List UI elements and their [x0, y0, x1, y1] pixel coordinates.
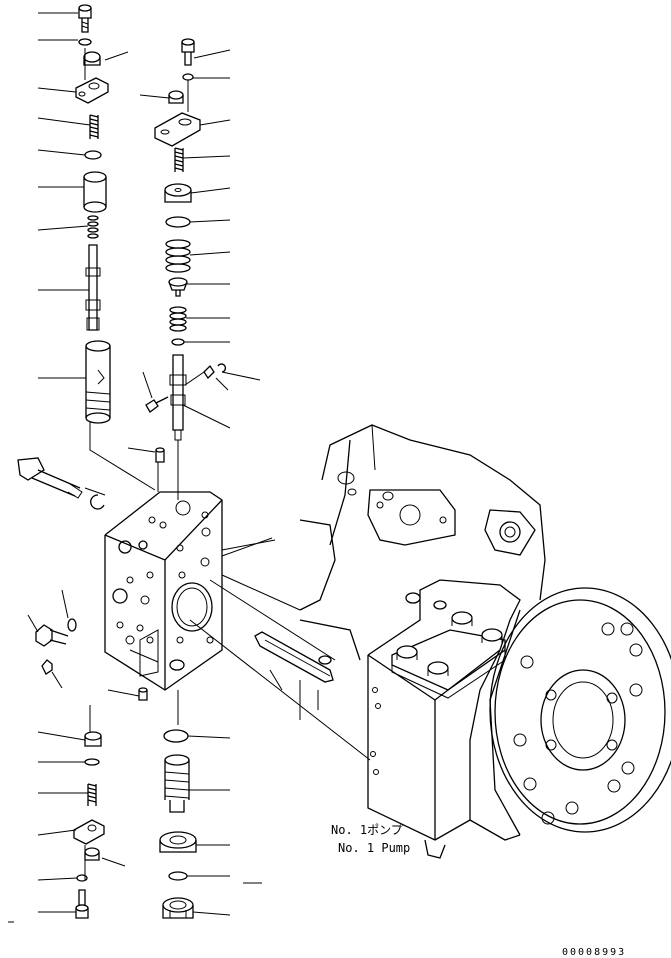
spool-center	[169, 354, 187, 441]
center-parts-column	[145, 38, 371, 919]
spring-left-1	[89, 114, 99, 139]
nut-lower	[84, 847, 100, 861]
piston-left	[83, 171, 107, 213]
nut-center-lower	[159, 831, 197, 853]
o-ring-center-1	[165, 216, 191, 228]
spring-left-3	[87, 783, 97, 806]
cap-lower-left	[84, 731, 102, 747]
nut-left	[83, 51, 101, 66]
clip-center	[217, 363, 227, 373]
plug-valve-center	[164, 754, 190, 813]
washer-center	[182, 73, 194, 81]
o-ring-center-4	[168, 871, 188, 881]
flange-plate-left	[75, 77, 109, 104]
pump-label-jp: No. 1ポンプ	[331, 823, 403, 837]
pump-label-en: No. 1 Pump	[338, 841, 410, 855]
long-bolt	[17, 457, 83, 499]
seat-center	[168, 277, 188, 297]
spring-center-2	[165, 239, 191, 273]
leader-lines-left	[8, 12, 156, 923]
washer-left	[78, 38, 92, 46]
o-ring-center-2	[171, 338, 185, 346]
pin-top	[155, 447, 165, 463]
bolt-bottom-left	[75, 889, 89, 919]
flange-plate-lower	[73, 819, 105, 845]
spring-left-2	[87, 215, 99, 239]
side-plug	[35, 624, 69, 647]
cap-nut-bottom	[162, 897, 194, 919]
o-ring-left-2	[84, 758, 100, 766]
pump-housing	[299, 424, 671, 859]
bolt-top-left	[78, 4, 92, 33]
sleeve-left	[85, 340, 111, 424]
small-bolt-center	[145, 396, 169, 413]
bolt-top-center	[181, 38, 195, 66]
o-ring-side	[67, 618, 77, 632]
valve-body	[104, 491, 223, 691]
pin-center	[203, 364, 215, 380]
spring-center-1	[174, 147, 184, 172]
o-ring-left-1	[84, 150, 102, 160]
nut-center	[168, 90, 184, 104]
small-screw-side	[41, 659, 53, 675]
o-ring-center-3	[163, 729, 189, 743]
small-plug-bottom	[138, 687, 148, 701]
spring-center-3	[169, 306, 187, 332]
plate-bolts	[396, 592, 503, 676]
pump-flange	[469, 587, 671, 841]
lever-arm	[254, 631, 334, 683]
snap-ring	[90, 494, 105, 510]
left-parts-column	[17, 4, 165, 919]
leader-lines-right	[139, 49, 283, 916]
spool-left	[85, 244, 101, 331]
drawing-code: 00008993	[562, 947, 626, 958]
cap-center	[164, 183, 192, 203]
flange-plate-center	[154, 112, 201, 147]
